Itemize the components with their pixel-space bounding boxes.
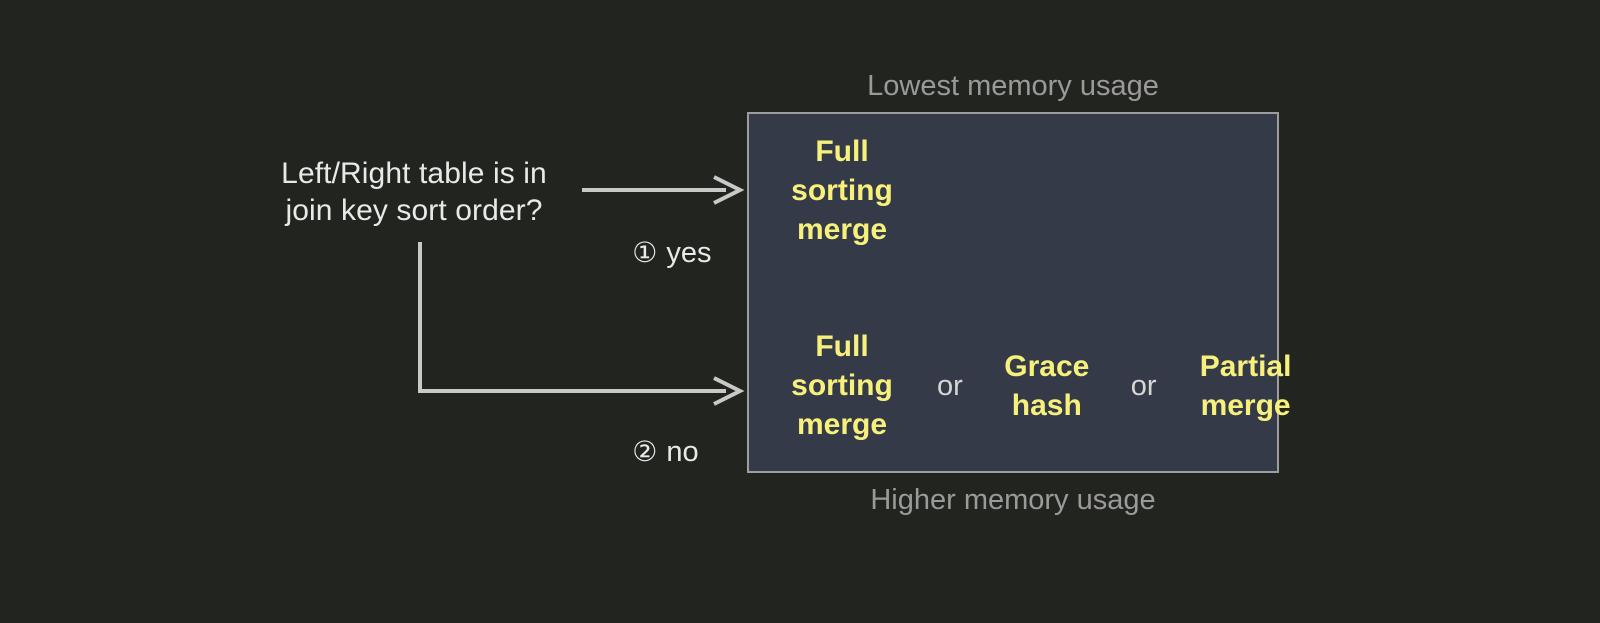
option-separator-1: or — [937, 369, 963, 402]
branch-label-no: ② no — [600, 402, 699, 502]
arrowhead-yes — [713, 175, 745, 205]
branch-marker-2: ② — [632, 436, 659, 467]
caption-higher-memory: Higher memory usage — [870, 484, 1156, 516]
option-separator-2: or — [1130, 369, 1157, 402]
branch-label-yes: ① yes — [600, 203, 712, 303]
caption-lowest-memory: Lowest memory usage — [867, 70, 1159, 102]
branch-marker-1: ① — [632, 237, 659, 268]
branch-label-yes-text: yes — [666, 237, 712, 269]
option-full-sorting-merge[interactable]: Full sorting merge — [791, 330, 893, 441]
decision-question: Left/Right table is in join key sort ord… — [281, 157, 547, 227]
option-grace-hash[interactable]: Grace hash — [1004, 349, 1090, 422]
join-strategy-panel: Full sorting merge Full sorting merge or… — [747, 112, 1291, 473]
option-row-yes: Full sorting merge — [749, 132, 923, 249]
branch-label-no-text: no — [666, 436, 699, 468]
arrowhead-no — [713, 376, 745, 406]
option-row-no: Full sorting merge or Grace hash or Part… — [749, 327, 1321, 444]
option-full-sorting-merge-top[interactable]: Full sorting merge — [791, 135, 893, 246]
option-partial-merge[interactable]: Partial merge — [1199, 349, 1292, 422]
